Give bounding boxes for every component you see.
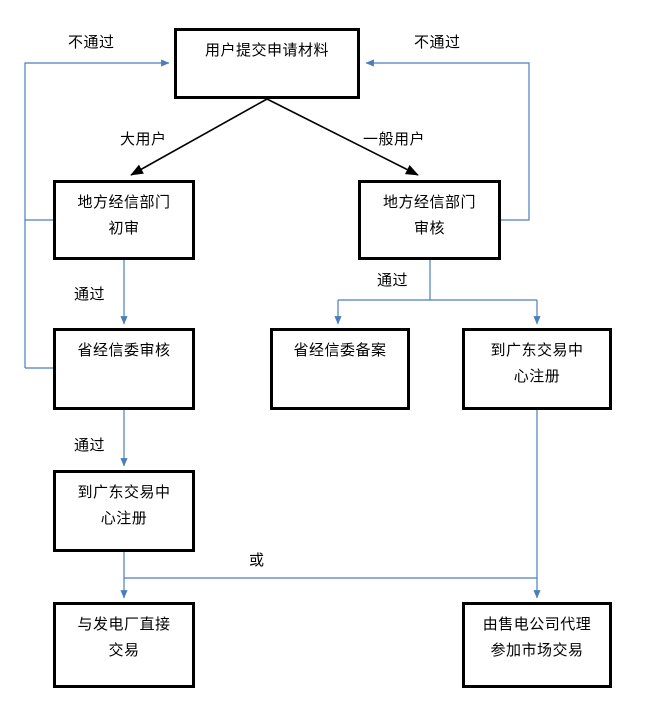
edge-label-pass-left-1: 通过 (74, 286, 106, 303)
edge-label-or: 或 (249, 552, 265, 569)
edge-label-normal-user: 一般用户 (363, 131, 426, 148)
node-local-initial[interactable]: 地方经信部门 初审 (53, 180, 195, 260)
edge-label-pass-left-2: 通过 (74, 437, 106, 454)
edge-label-reject-left: 不通过 (68, 34, 115, 51)
node-provincial-record[interactable]: 省经信委备案 (270, 328, 410, 410)
node-provincial-review[interactable]: 省经信委审核 (53, 328, 195, 410)
edge-label-reject-right: 不通过 (414, 34, 461, 51)
edge-label-big-user: 大用户 (120, 131, 167, 148)
node-direct-trade[interactable]: 与发电厂直接 交易 (53, 602, 195, 688)
node-gd-register-right[interactable]: 到广东交易中 心注册 (462, 328, 612, 410)
node-submit[interactable]: 用户提交申请材料 (174, 28, 360, 99)
node-local-review[interactable]: 地方经信部门 审核 (358, 180, 501, 260)
edge-label-pass-right-1: 通过 (377, 272, 409, 289)
node-agent-trade[interactable]: 由售电公司代理 参加市场交易 (462, 602, 612, 688)
node-gd-register-left[interactable]: 到广东交易中 心注册 (53, 470, 195, 552)
